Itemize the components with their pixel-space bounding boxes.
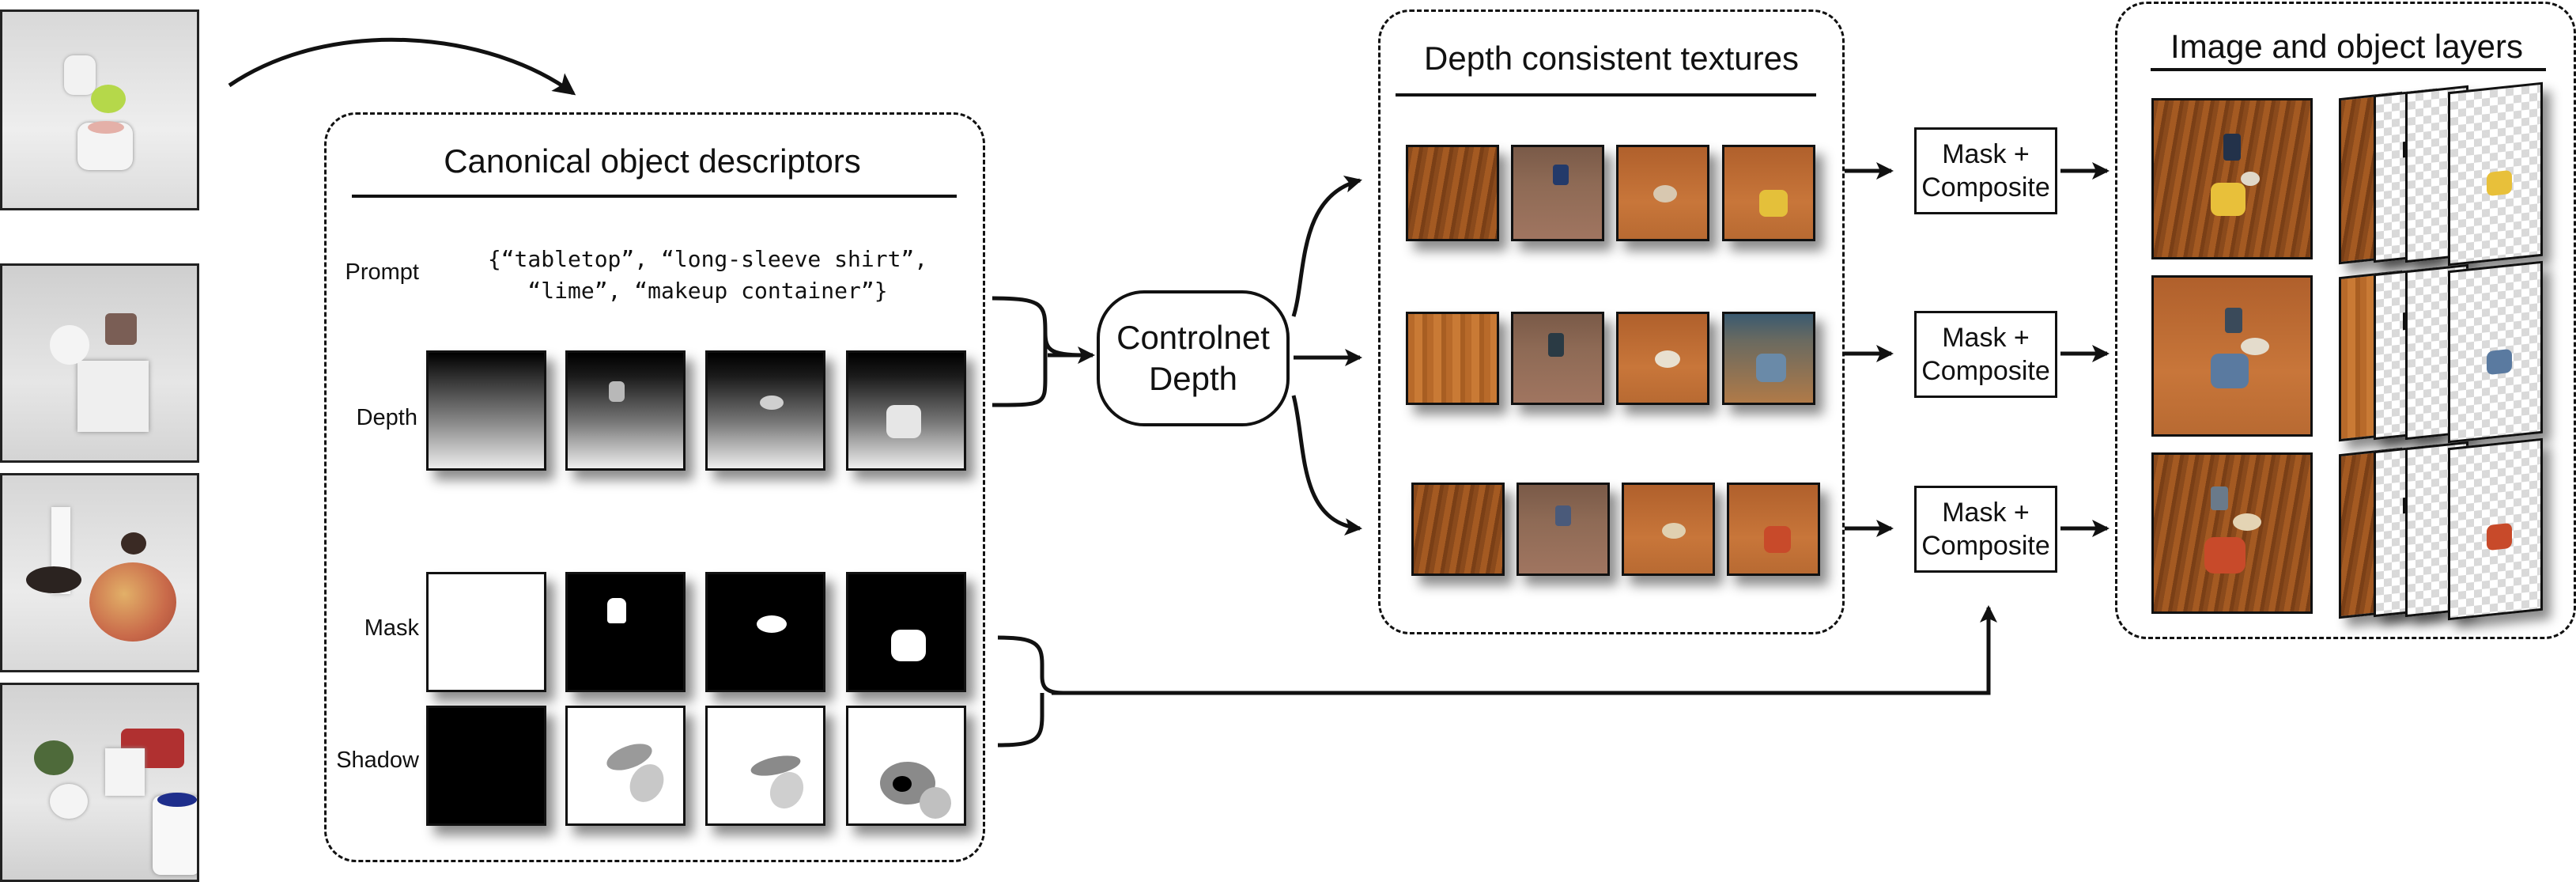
brace-mask-shadow <box>997 635 1064 748</box>
canonical-descriptors-title: Canonical object descriptors <box>444 142 861 180</box>
textures-title-rule <box>1396 93 1816 97</box>
mask-composite-3-line1: Mask + <box>1942 498 2030 528</box>
mask-composite-2-line2: Composite <box>1921 356 2050 386</box>
layers-title: Image and object layers <box>2170 28 2523 65</box>
texture-r2-c1 <box>1406 312 1499 405</box>
composite-image-3 <box>2151 452 2313 614</box>
mask-2 <box>565 572 686 692</box>
depth-map-1 <box>426 350 546 471</box>
layer-obj-1c <box>2448 81 2543 267</box>
shadow-3 <box>705 706 825 826</box>
brace-prompt-depth <box>991 296 1084 407</box>
mask-composite-2: Mask + Composite <box>1914 311 2057 398</box>
textures-title: Depth consistent textures <box>1424 40 1799 77</box>
layers-title-rule <box>2151 68 2546 71</box>
mask-label: Mask <box>364 615 419 641</box>
arrow-controlnet-top <box>1291 175 1362 317</box>
depth-map-2 <box>565 350 686 471</box>
texture-r3-c3 <box>1622 483 1715 576</box>
controlnet-depth-node: Controlnet Depth <box>1097 290 1290 426</box>
input-scene-3 <box>0 473 199 672</box>
texture-r1-c1 <box>1406 145 1499 241</box>
shadow-2 <box>565 706 686 826</box>
input-scene-1 <box>0 9 199 210</box>
layers-panel <box>2115 2 2576 639</box>
mask-1 <box>426 572 546 692</box>
mask-composite-1-line1: Mask + <box>1942 139 2030 169</box>
depth-label: Depth <box>356 405 417 430</box>
texture-r1-c3 <box>1616 145 1709 241</box>
textures-panel <box>1378 9 1845 634</box>
shadow-label: Shadow <box>336 748 419 773</box>
prompt-label: Prompt <box>345 259 419 285</box>
mask-composite-3-line2: Composite <box>1921 531 2050 561</box>
texture-r3-c2 <box>1517 483 1610 576</box>
mask-composite-1: Mask + Composite <box>1914 127 2057 214</box>
depth-map-4 <box>846 350 966 471</box>
texture-r2-c4 <box>1722 312 1815 405</box>
composite-image-1 <box>2151 98 2313 259</box>
mask-composite-1-line2: Composite <box>1921 172 2050 203</box>
depth-map-3 <box>705 350 825 471</box>
controlnet-line1: Controlnet <box>1116 319 1270 356</box>
canonical-title-rule <box>352 195 957 198</box>
mask-3 <box>705 572 825 692</box>
input-scene-4 <box>0 683 199 882</box>
mask-composite-3: Mask + Composite <box>1914 486 2057 573</box>
texture-r1-c2 <box>1511 145 1604 241</box>
texture-r3-c4 <box>1727 483 1820 576</box>
layer-obj-2c <box>2448 260 2543 444</box>
canonical-descriptors-panel <box>324 112 985 862</box>
input-scene-2 <box>0 263 199 463</box>
shadow-1 <box>426 706 546 826</box>
texture-r2-c3 <box>1616 312 1709 405</box>
layer-obj-3c <box>2448 437 2543 621</box>
shadow-4 <box>846 706 966 826</box>
texture-r2-c2 <box>1511 312 1604 405</box>
prompt-text: {“tabletop”, “long-sleeve shirt”, “lime”… <box>487 246 928 304</box>
input-arrow <box>228 37 576 96</box>
mask-composite-2-line1: Mask + <box>1942 323 2030 353</box>
arrow-controlnet-bottom <box>1291 395 1362 536</box>
mask-4 <box>846 572 966 692</box>
texture-r1-c4 <box>1722 145 1815 241</box>
texture-r3-c1 <box>1411 483 1505 576</box>
controlnet-line2: Depth <box>1148 360 1238 397</box>
composite-image-2 <box>2151 275 2313 437</box>
